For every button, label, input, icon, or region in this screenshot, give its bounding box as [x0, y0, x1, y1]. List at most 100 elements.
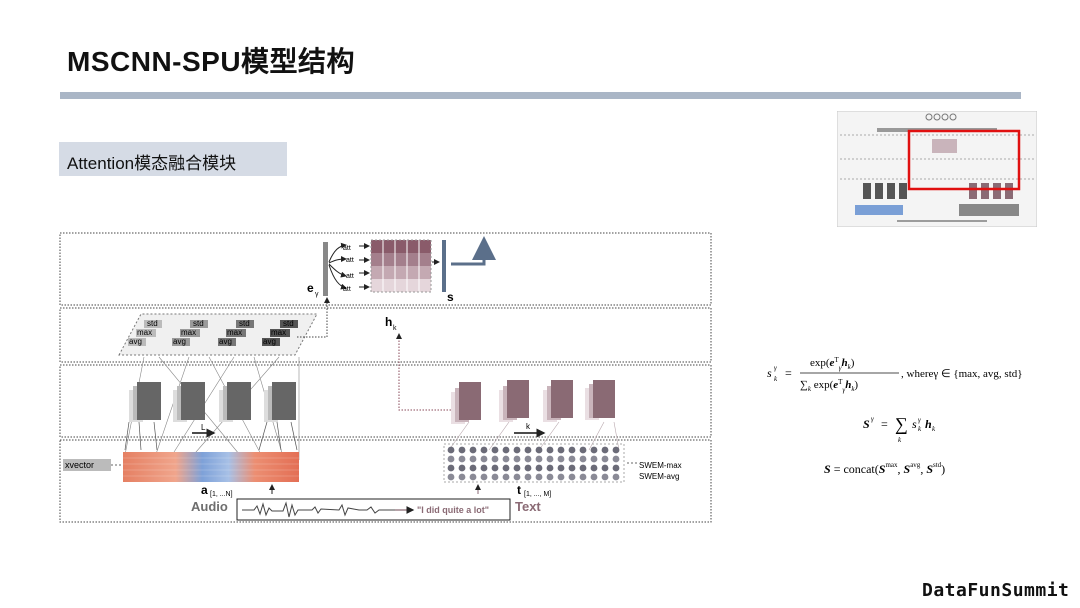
focus-highlight [907, 129, 1021, 191]
text-conv-blocks: k [448, 380, 620, 451]
svg-text:=: = [881, 417, 888, 431]
embedding-dot [557, 473, 565, 481]
audio-waveform [242, 501, 395, 518]
svg-text:∑: ∑ [895, 414, 908, 434]
svg-text:h: h [925, 417, 932, 431]
embedding-dot [535, 446, 543, 454]
title-underline [60, 92, 1021, 99]
equation-attention-weight: s γ k = exp(eTγhk) ∑k exp(eTγhk) , where… [767, 356, 1023, 394]
svg-text:avg: avg [173, 337, 186, 346]
embedding-dot [502, 455, 510, 463]
text-embedding-grid [447, 446, 620, 481]
embedding-dot [480, 464, 488, 472]
equation-concat: S = concat(Smax, Savg, Sstd) [824, 461, 945, 476]
embedding-dot [546, 446, 554, 454]
swem-avg-label: SWEM-avg [639, 472, 679, 481]
svg-text:max: max [137, 328, 152, 337]
xvector-label: xvector [65, 460, 94, 470]
embedding-dot [524, 473, 532, 481]
embedding-dot [601, 446, 609, 454]
embedding-dot [513, 455, 521, 463]
embedding-dot [502, 473, 510, 481]
embedding-dot [546, 473, 554, 481]
svg-text:avg: avg [129, 337, 142, 346]
svg-text:=: = [785, 366, 792, 380]
svg-text:k: k [898, 436, 902, 444]
svg-text:s: s [767, 366, 772, 380]
svg-text:max: max [271, 328, 286, 337]
embedding-dot [590, 473, 598, 481]
equation-weighted-sum: S γ = ∑ k s γ k h k [863, 414, 936, 444]
a-sub: [1, ...N] [210, 491, 233, 498]
svg-text:S = concat(Smax, Savg, Sstd): S = concat(Smax, Savg, Sstd) [824, 461, 945, 476]
embedding-dot [557, 446, 565, 454]
embedding-dot [590, 464, 598, 472]
svg-text:std: std [193, 319, 204, 328]
brand-footer: DataFunSummit [922, 580, 1070, 601]
svg-text:S: S [863, 417, 870, 431]
h-k-label: h [385, 315, 392, 329]
attention-arrows [328, 242, 347, 290]
embedding-dot [480, 455, 488, 463]
embedding-dot [535, 464, 543, 472]
embedding-dot [568, 446, 576, 454]
svg-text:std: std [283, 319, 294, 328]
audio-label: Audio [191, 499, 228, 514]
embedding-dot [502, 464, 510, 472]
svg-text:s: s [912, 417, 917, 431]
e-gamma-label: e [307, 281, 314, 295]
att-label-4: att [343, 286, 351, 293]
embedding-dot [480, 446, 488, 454]
svg-text:γ: γ [918, 416, 921, 424]
embedding-dot [447, 473, 455, 481]
embedding-dot [601, 455, 609, 463]
embedding-dot [601, 473, 609, 481]
embedding-dot [469, 464, 477, 472]
attention-equations: s γ k = exp(eTγhk) ∑k exp(eTγhk) , where… [767, 356, 1023, 476]
utterance-box [236, 498, 511, 521]
embedding-dot [612, 473, 620, 481]
embedding-dot [513, 446, 521, 454]
s-label: s [447, 290, 454, 304]
h-k-sub: k [393, 325, 397, 332]
embedding-dot [480, 473, 488, 481]
embedding-dot [458, 473, 466, 481]
embedding-dot [612, 446, 620, 454]
embedding-dot [458, 455, 466, 463]
embedding-dot [579, 455, 587, 463]
embedding-dot [535, 455, 543, 463]
att-label-2: att [346, 257, 354, 264]
pooling-stats: std max avg std max avg std max avg std … [118, 313, 318, 356]
embedding-dot [524, 455, 532, 463]
embedding-dot [557, 455, 565, 463]
att-label-3: att [346, 273, 354, 280]
svg-text:γ: γ [871, 415, 874, 423]
embedding-dot [568, 455, 576, 463]
embedding-dot [458, 446, 466, 454]
svg-text:std: std [147, 319, 158, 328]
embedding-dot [502, 446, 510, 454]
embedding-dot [590, 446, 598, 454]
svg-text:∑k exp(eTγhk): ∑k exp(eTγhk) [800, 378, 858, 394]
embedding-dot [447, 446, 455, 454]
embedding-dot [524, 446, 532, 454]
architecture-thumbnail [837, 111, 1037, 227]
attention-diagram: e γ att att att att s std max av [59, 232, 712, 523]
utterance-text: "I did quite a lot" [417, 505, 489, 515]
svg-text:exp(eTγhk): exp(eTγhk) [810, 356, 855, 372]
svg-text:std: std [239, 319, 250, 328]
embedding-dot [579, 464, 587, 472]
a-label: a [201, 483, 208, 497]
embedding-dot [491, 464, 499, 472]
svg-text:max: max [181, 328, 196, 337]
embedding-dot [601, 464, 609, 472]
slide-title: MSCNN-SPU模型结构 [67, 46, 356, 77]
audio-spectrogram [123, 452, 299, 482]
embedding-dot [579, 446, 587, 454]
embedding-dot [469, 473, 477, 481]
embedding-dot [568, 464, 576, 472]
subtitle: Attention模态融合模块 [67, 154, 237, 173]
embedding-dot [579, 473, 587, 481]
audio-conv-blocks: L [123, 356, 300, 461]
embedding-dot [447, 455, 455, 463]
